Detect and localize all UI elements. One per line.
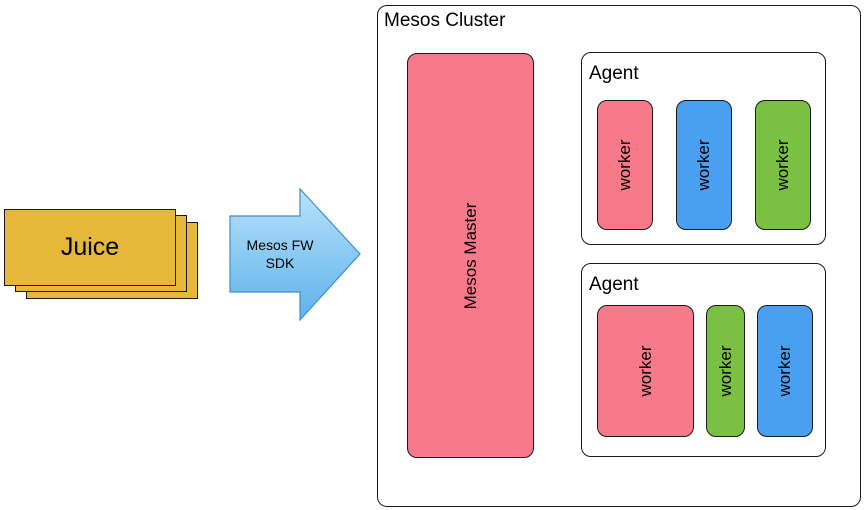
juice-label: Juice xyxy=(60,233,120,261)
sdk-arrow-line2: SDK xyxy=(265,255,295,271)
agent-2-worker-1: worker xyxy=(597,305,694,437)
agent-1-worker-1: worker xyxy=(597,100,653,230)
agent-1-worker-3: worker xyxy=(755,100,811,230)
worker-label: worker xyxy=(775,345,794,397)
agent-1-worker-2: worker xyxy=(676,100,732,230)
mesos-master-label: Mesos Master xyxy=(460,202,480,309)
sdk-arrow-label: Mesos FW SDK xyxy=(232,236,328,272)
worker-label: worker xyxy=(694,139,713,191)
worker-label: worker xyxy=(773,139,792,191)
sdk-arrow-line1: Mesos FW xyxy=(246,237,314,253)
worker-label: worker xyxy=(715,345,735,397)
worker-label: worker xyxy=(615,139,634,191)
mesos-master: Mesos Master xyxy=(407,53,534,458)
agent-2-worker-3: worker xyxy=(757,305,813,437)
sdk-arrow xyxy=(229,188,361,322)
juice-card: Juice xyxy=(4,209,176,286)
agent-2-title: Agent xyxy=(589,274,639,295)
mesos-cluster-title: Mesos Cluster xyxy=(384,10,506,31)
worker-label: worker xyxy=(635,345,655,397)
agent-1-title: Agent xyxy=(589,63,639,84)
agent-2-worker-2: worker xyxy=(706,305,745,437)
